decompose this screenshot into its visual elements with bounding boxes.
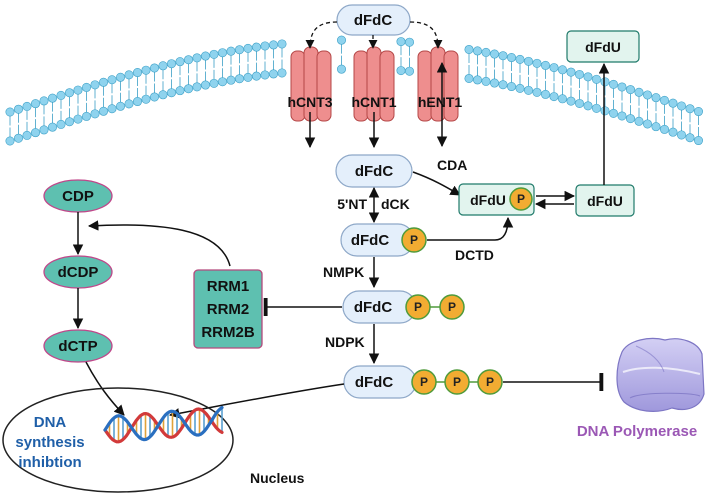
dna-synthesis-text-line2: synthesis	[15, 434, 84, 451]
dctp-node: dCTP	[43, 329, 113, 363]
enzyme-5nt: 5'NT	[337, 196, 367, 212]
phosphate-group	[439, 294, 465, 320]
enzyme-dctd: DCTD	[455, 247, 494, 263]
enzyme-dck: dCK	[381, 196, 410, 212]
enzyme-nmpk: NMPK	[323, 264, 364, 280]
extracellular-dfdc: dFdC	[336, 4, 411, 36]
cdp-label: CDP	[62, 188, 94, 205]
arrow-rrm-to-cdp	[87, 220, 231, 267]
dfdc-mp-label: dFdC	[351, 232, 389, 249]
transporter-label-hent1: hENT1	[418, 94, 463, 110]
dfdu-monophosphate: dFdU P	[458, 183, 535, 216]
phosphate-label: P	[486, 375, 494, 389]
phosphate-group	[509, 187, 533, 211]
transporter-hcnt3: hCNT3	[287, 46, 333, 122]
phosphate-label: P	[414, 300, 422, 314]
arrow-dctd	[427, 216, 514, 241]
dfdc-monophosphate: dFdC P	[340, 223, 427, 257]
dcdp-label: dCDP	[58, 264, 99, 281]
dashed-path-hcnt3	[305, 21, 338, 49]
dcdp-node: dCDP	[43, 255, 113, 289]
dfdu-mid-label: dFdU	[587, 193, 623, 209]
enzyme-cda: CDA	[437, 157, 467, 173]
dfdu-out-label: dFdU	[585, 39, 621, 55]
rrm2b-label: RRM2B	[201, 324, 255, 341]
arrow-dctp-to-dna	[85, 361, 125, 416]
dfdu-mp-label: dFdU	[470, 192, 506, 208]
phosphate-label: P	[410, 233, 418, 247]
dna-synthesis-text-line1: DNA	[34, 414, 67, 431]
nucleus: Nucleus DNA synthesis inhibtion	[2, 387, 305, 493]
dfdu-extracellular: dFdU	[566, 30, 640, 63]
transporter-hcnt1: hCNT1	[351, 46, 397, 122]
dfdc-dp-label: dFdC	[354, 299, 392, 316]
phosphate-group	[401, 227, 427, 253]
cell-membrane	[5, 35, 703, 146]
dashed-path-hent1	[409, 21, 443, 49]
rrm-box: RRM1 RRM2 RRM2B	[193, 269, 263, 349]
extracellular-dfdc-label: dFdC	[354, 12, 392, 29]
dna-helix-icon	[103, 406, 224, 444]
transporter-label-hcnt3: hCNT3	[287, 94, 332, 110]
phosphate-label: P	[453, 375, 461, 389]
dna-synthesis-text-line3: inhibtion	[18, 454, 81, 471]
phosphate-label: P	[420, 375, 428, 389]
transporter-label-hcnt1: hCNT1	[351, 94, 396, 110]
dfdu-intracellular: dFdU	[575, 184, 635, 217]
nucleus-label: Nucleus	[250, 470, 305, 486]
dna-polymerase-icon	[616, 337, 705, 412]
rrm2-label: RRM2	[207, 301, 250, 318]
rrm1-label: RRM1	[207, 278, 250, 295]
phosphate-group	[477, 369, 503, 395]
transporter-hent1: hENT1	[417, 46, 463, 122]
dfdc-diphosphate: dFdC P P	[342, 290, 465, 324]
cdp-node: CDP	[43, 179, 113, 213]
enzyme-ndpk: NDPK	[325, 334, 365, 350]
dfdc-tp-label: dFdC	[355, 374, 393, 391]
arrow-cda	[412, 171, 461, 196]
phosphate-label: P	[448, 300, 456, 314]
intracellular-dfdc-label: dFdC	[355, 163, 393, 180]
phosphate-label: P	[517, 192, 525, 206]
dctp-label: dCTP	[58, 338, 97, 355]
dna-polymerase-label: DNA Polymerase	[577, 423, 697, 440]
dfdc-triphosphate: dFdC P P P	[343, 365, 503, 399]
intracellular-dfdc: dFdC	[335, 154, 413, 188]
